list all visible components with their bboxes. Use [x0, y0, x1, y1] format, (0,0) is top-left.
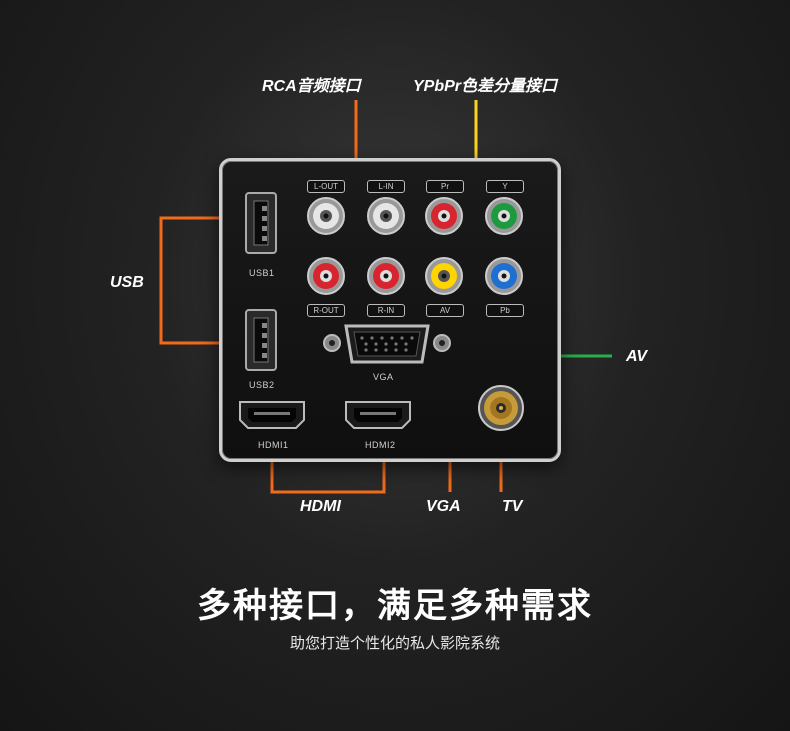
rca-callout-label: RCA音频接口 [262, 78, 361, 95]
vga-callout-label: VGA [426, 498, 461, 515]
r-out-tag: R-OUT [307, 304, 345, 317]
hdmi2-port [345, 401, 411, 429]
subline: 助您打造个性化的私人影院系统 [289, 634, 500, 652]
tv-coax-port [478, 385, 524, 431]
l-out-jack [307, 197, 345, 235]
pr-tag: Pr [426, 180, 464, 193]
hdmi-callout-line [270, 440, 386, 494]
hdmi1-label: HDMI1 [258, 440, 289, 450]
y-tag: Y [486, 180, 524, 193]
usb2-port [245, 309, 277, 371]
usb-callout-label: USB [110, 274, 144, 291]
pr-jack [425, 197, 463, 235]
l-in-jack [367, 197, 405, 235]
usb2-label: USB2 [249, 380, 275, 390]
l-in-tag: L-IN [367, 180, 405, 193]
tv-callout-label: TV [502, 498, 523, 515]
usb-callout-line [159, 216, 243, 345]
r-in-jack [367, 257, 405, 295]
r-out-jack [307, 257, 345, 295]
hdmi-callout-label: HDMI [300, 498, 341, 515]
y-jack [485, 197, 523, 235]
vga-label: VGA [373, 372, 394, 382]
av-tag: AV [426, 304, 464, 317]
hdmi1-port [239, 401, 305, 429]
headline: 多种接口，满足多种需求 [197, 586, 593, 626]
usb1-label: USB1 [249, 268, 275, 278]
av-callout-label: AV [626, 348, 648, 365]
hdmi2-label: HDMI2 [365, 440, 396, 450]
pb-jack [485, 257, 523, 295]
vga-port [323, 324, 451, 364]
ypbpr-callout-label: YPbPr色差分量接口 [413, 78, 558, 95]
l-out-tag: L-OUT [307, 180, 345, 193]
r-in-tag: R-IN [367, 304, 405, 317]
usb1-port [245, 192, 277, 254]
pb-tag: Pb [486, 304, 524, 317]
av-jack [425, 257, 463, 295]
